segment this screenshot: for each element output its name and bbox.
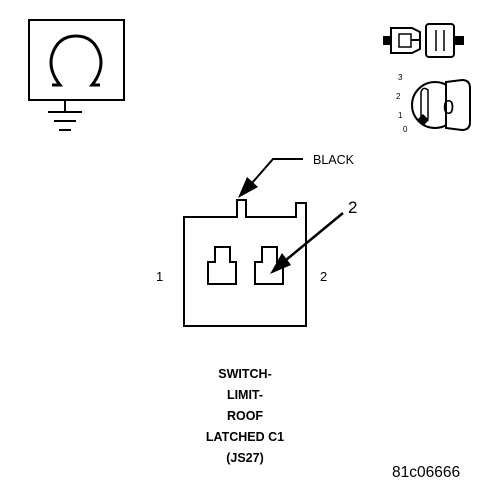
pin-1-cavity (207, 246, 237, 285)
pin-2-cavity (254, 246, 284, 285)
key-position-3: 3 (398, 73, 403, 82)
pin-label-2: 2 (320, 269, 327, 284)
title-line-1: SWITCH- (218, 367, 272, 381)
key-position-2: 2 (396, 92, 401, 101)
ohmmeter-ground-icon (28, 19, 125, 131)
title-line-3: ROOF (226, 409, 264, 423)
pin-callout: 2 (270, 198, 357, 274)
key-position-1: 1 (398, 111, 403, 120)
key-cap-label: 0 (443, 97, 454, 119)
connector-body (183, 199, 307, 327)
ignition-key-off-icon: 3 2 1 0 0 (396, 73, 471, 134)
title-line-4: LATCHED C1 (205, 430, 285, 444)
wire-color-callout: BLACK (238, 153, 355, 198)
disconnected-connector-icon (383, 23, 464, 58)
figure-id: 81c06666 (392, 464, 461, 481)
callout-number: 2 (348, 198, 357, 217)
wire-color-label: BLACK (313, 153, 355, 167)
title-line-5: (JS27) (226, 451, 264, 465)
key-position-0: 0 (403, 125, 408, 134)
connector-title: SWITCH- LIMIT- ROOF LATCHED C1 (JS27) (170, 364, 320, 469)
pin-label-1: 1 (156, 269, 163, 284)
title-line-2: LIMIT- (226, 388, 264, 402)
